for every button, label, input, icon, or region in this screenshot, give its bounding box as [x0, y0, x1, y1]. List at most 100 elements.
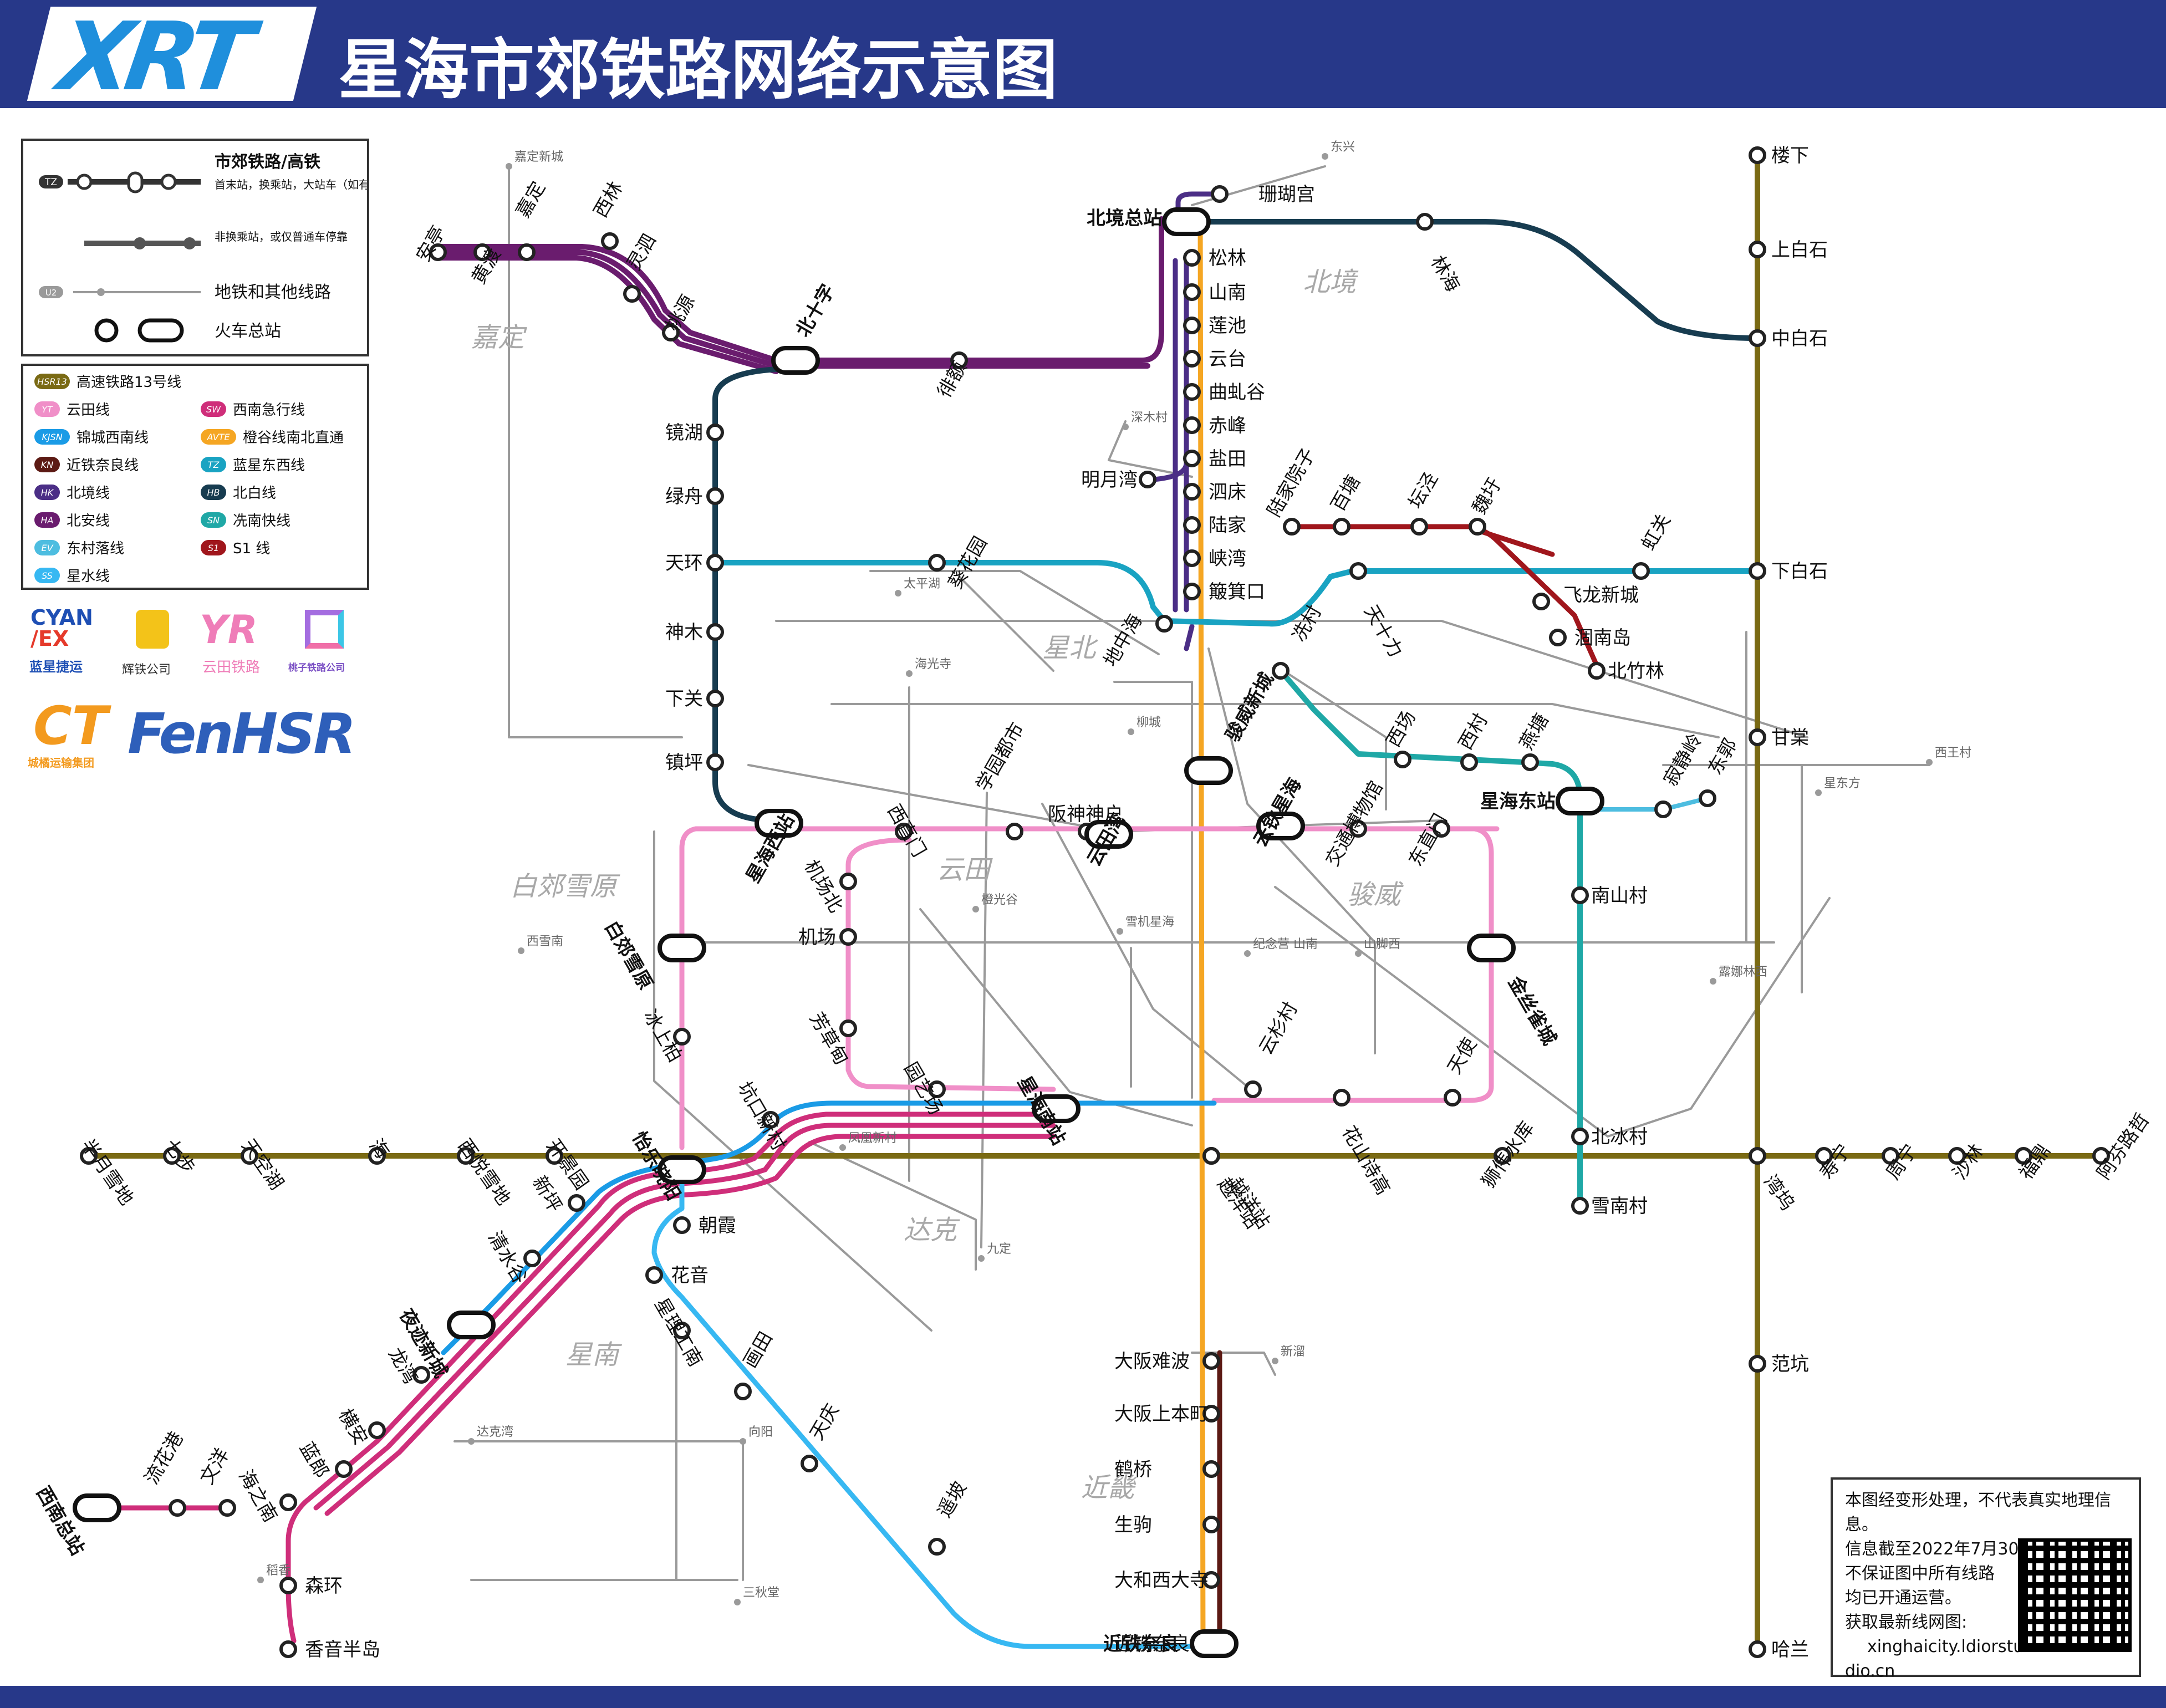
station-sw-6[interactable]: [412, 1366, 430, 1384]
station-tz-5[interactable]: [1632, 562, 1650, 580]
station-hk-0[interactable]: [1162, 207, 1211, 236]
station-hk-20[interactable]: [1202, 1405, 1220, 1423]
station-ss-6[interactable]: [1190, 1629, 1239, 1658]
station-yt-17[interactable]: [1444, 1089, 1461, 1107]
station-s1-0[interactable]: [1283, 518, 1301, 536]
station-hk-5[interactable]: [1183, 350, 1201, 368]
station-tz-3[interactable]: [1349, 562, 1367, 580]
station-hk-17[interactable]: [1244, 1080, 1262, 1098]
station-hk-3[interactable]: [1183, 283, 1201, 301]
station-ha-10[interactable]: [706, 554, 724, 572]
station-metro-1[interactable]: [1322, 153, 1328, 160]
station-hk-22[interactable]: [1202, 1516, 1220, 1533]
station-ss-4[interactable]: [801, 1455, 818, 1472]
station-metro-11[interactable]: [1815, 789, 1822, 796]
station-sn-0[interactable]: [1272, 662, 1290, 680]
station-metro-0[interactable]: [506, 163, 512, 170]
station-metro-16[interactable]: [257, 1577, 264, 1583]
station-sn-3[interactable]: [1521, 753, 1539, 771]
station-ev-1[interactable]: [1699, 789, 1716, 807]
station-hk-11[interactable]: [1183, 549, 1201, 567]
station-ss-1[interactable]: [645, 1266, 663, 1284]
station-sn-1[interactable]: [1394, 751, 1411, 768]
station-hk-7[interactable]: [1183, 416, 1201, 434]
station-ha-13[interactable]: [706, 753, 724, 771]
station-hk-4[interactable]: [1183, 317, 1201, 334]
station-ss-0[interactable]: [673, 1216, 691, 1234]
station-metro-2[interactable]: [1122, 424, 1129, 430]
station-ha-6[interactable]: [771, 346, 820, 375]
station-tz-1[interactable]: [928, 554, 946, 572]
station-tz-4[interactable]: [1532, 593, 1550, 610]
station-sw-3[interactable]: [279, 1493, 297, 1511]
station-metro-19[interactable]: [972, 906, 979, 912]
station-hb-0[interactable]: [1416, 213, 1434, 231]
station-ha-8[interactable]: [706, 424, 724, 441]
station-yt-16[interactable]: [1467, 934, 1516, 962]
station-hk-10[interactable]: [1183, 516, 1201, 534]
station-hsr13_v-1[interactable]: [1749, 241, 1766, 258]
station-metro-18[interactable]: [1272, 1358, 1278, 1364]
notice-line-5[interactable]: xinghaicity.ldiorstu: [1867, 1637, 2024, 1656]
station-metro-3[interactable]: [895, 590, 901, 596]
station-hk-9[interactable]: [1183, 483, 1201, 501]
station-hsr13_h-0[interactable]: [80, 1147, 98, 1165]
station-ha-5[interactable]: [662, 324, 680, 341]
station-sw-2[interactable]: [218, 1499, 236, 1517]
station-yt-6[interactable]: [1349, 820, 1367, 838]
station-hk-18[interactable]: [1202, 1147, 1220, 1165]
station-metro-17[interactable]: [734, 1599, 741, 1605]
station-sn-2[interactable]: [1460, 753, 1478, 771]
station-hk-21[interactable]: [1202, 1460, 1220, 1478]
station-yt-10[interactable]: [839, 1019, 857, 1037]
station-ev-0[interactable]: [1654, 801, 1672, 818]
station-hk-6[interactable]: [1183, 383, 1201, 401]
station-hsr13_h-7[interactable]: [1494, 1147, 1511, 1165]
station-yt-1[interactable]: [895, 823, 913, 840]
station-hsr13_v-0[interactable]: [1749, 146, 1766, 164]
station-ha-12[interactable]: [706, 690, 724, 707]
station-hsr13_h-5[interactable]: [546, 1147, 563, 1165]
station-hsr13_h-1[interactable]: [163, 1147, 181, 1165]
station-ss-2[interactable]: [673, 1322, 691, 1339]
station-sn-6[interactable]: [1571, 1128, 1589, 1145]
station-s1-4[interactable]: [1549, 629, 1567, 646]
station-sn-7[interactable]: [1571, 1197, 1589, 1215]
station-hk-19[interactable]: [1202, 1352, 1220, 1370]
station-hsr13_v-2[interactable]: [1749, 329, 1766, 347]
station-hk-8[interactable]: [1183, 450, 1201, 467]
station-hsr13_v-4[interactable]: [1749, 728, 1766, 746]
station-hsr13_h-10[interactable]: [1882, 1147, 1899, 1165]
station-ha-14[interactable]: [755, 809, 803, 838]
station-sw-14[interactable]: [279, 1577, 297, 1594]
station-metro-4[interactable]: [906, 670, 913, 677]
station-hsr13_h-12[interactable]: [2015, 1147, 2032, 1165]
station-hk-14[interactable]: [1155, 615, 1173, 633]
station-ss-3[interactable]: [734, 1383, 752, 1400]
station-yt-14[interactable]: [673, 1028, 691, 1046]
notice-line-6[interactable]: dio.cn: [1845, 1661, 1895, 1681]
station-ha-7[interactable]: [950, 351, 968, 369]
station-hsr13_h-4[interactable]: [457, 1147, 475, 1165]
station-ha-11[interactable]: [706, 623, 724, 641]
qr-code[interactable]: [2018, 1538, 2132, 1652]
station-hk-2[interactable]: [1183, 249, 1201, 267]
station-sw-5[interactable]: [368, 1421, 386, 1439]
station-hk-16[interactable]: [1256, 812, 1305, 840]
station-sw-7[interactable]: [447, 1311, 496, 1339]
station-metro-12[interactable]: [839, 1144, 846, 1151]
station-metro-13[interactable]: [978, 1255, 985, 1262]
station-ha-2[interactable]: [518, 243, 536, 261]
station-metro-10[interactable]: [1926, 759, 1933, 766]
station-yt-9[interactable]: [839, 928, 857, 946]
station-yt-4[interactable]: [1084, 820, 1133, 849]
station-sn-4[interactable]: [1556, 787, 1604, 815]
station-ha-4[interactable]: [623, 285, 641, 303]
station-sw-4[interactable]: [335, 1460, 353, 1478]
station-sw-12[interactable]: [762, 1111, 779, 1129]
station-ss-5[interactable]: [928, 1538, 946, 1556]
station-sw-8[interactable]: [523, 1250, 541, 1267]
station-metro-9[interactable]: [1710, 978, 1716, 985]
station-s1-3[interactable]: [1469, 518, 1486, 536]
station-yt-13[interactable]: [658, 934, 706, 962]
